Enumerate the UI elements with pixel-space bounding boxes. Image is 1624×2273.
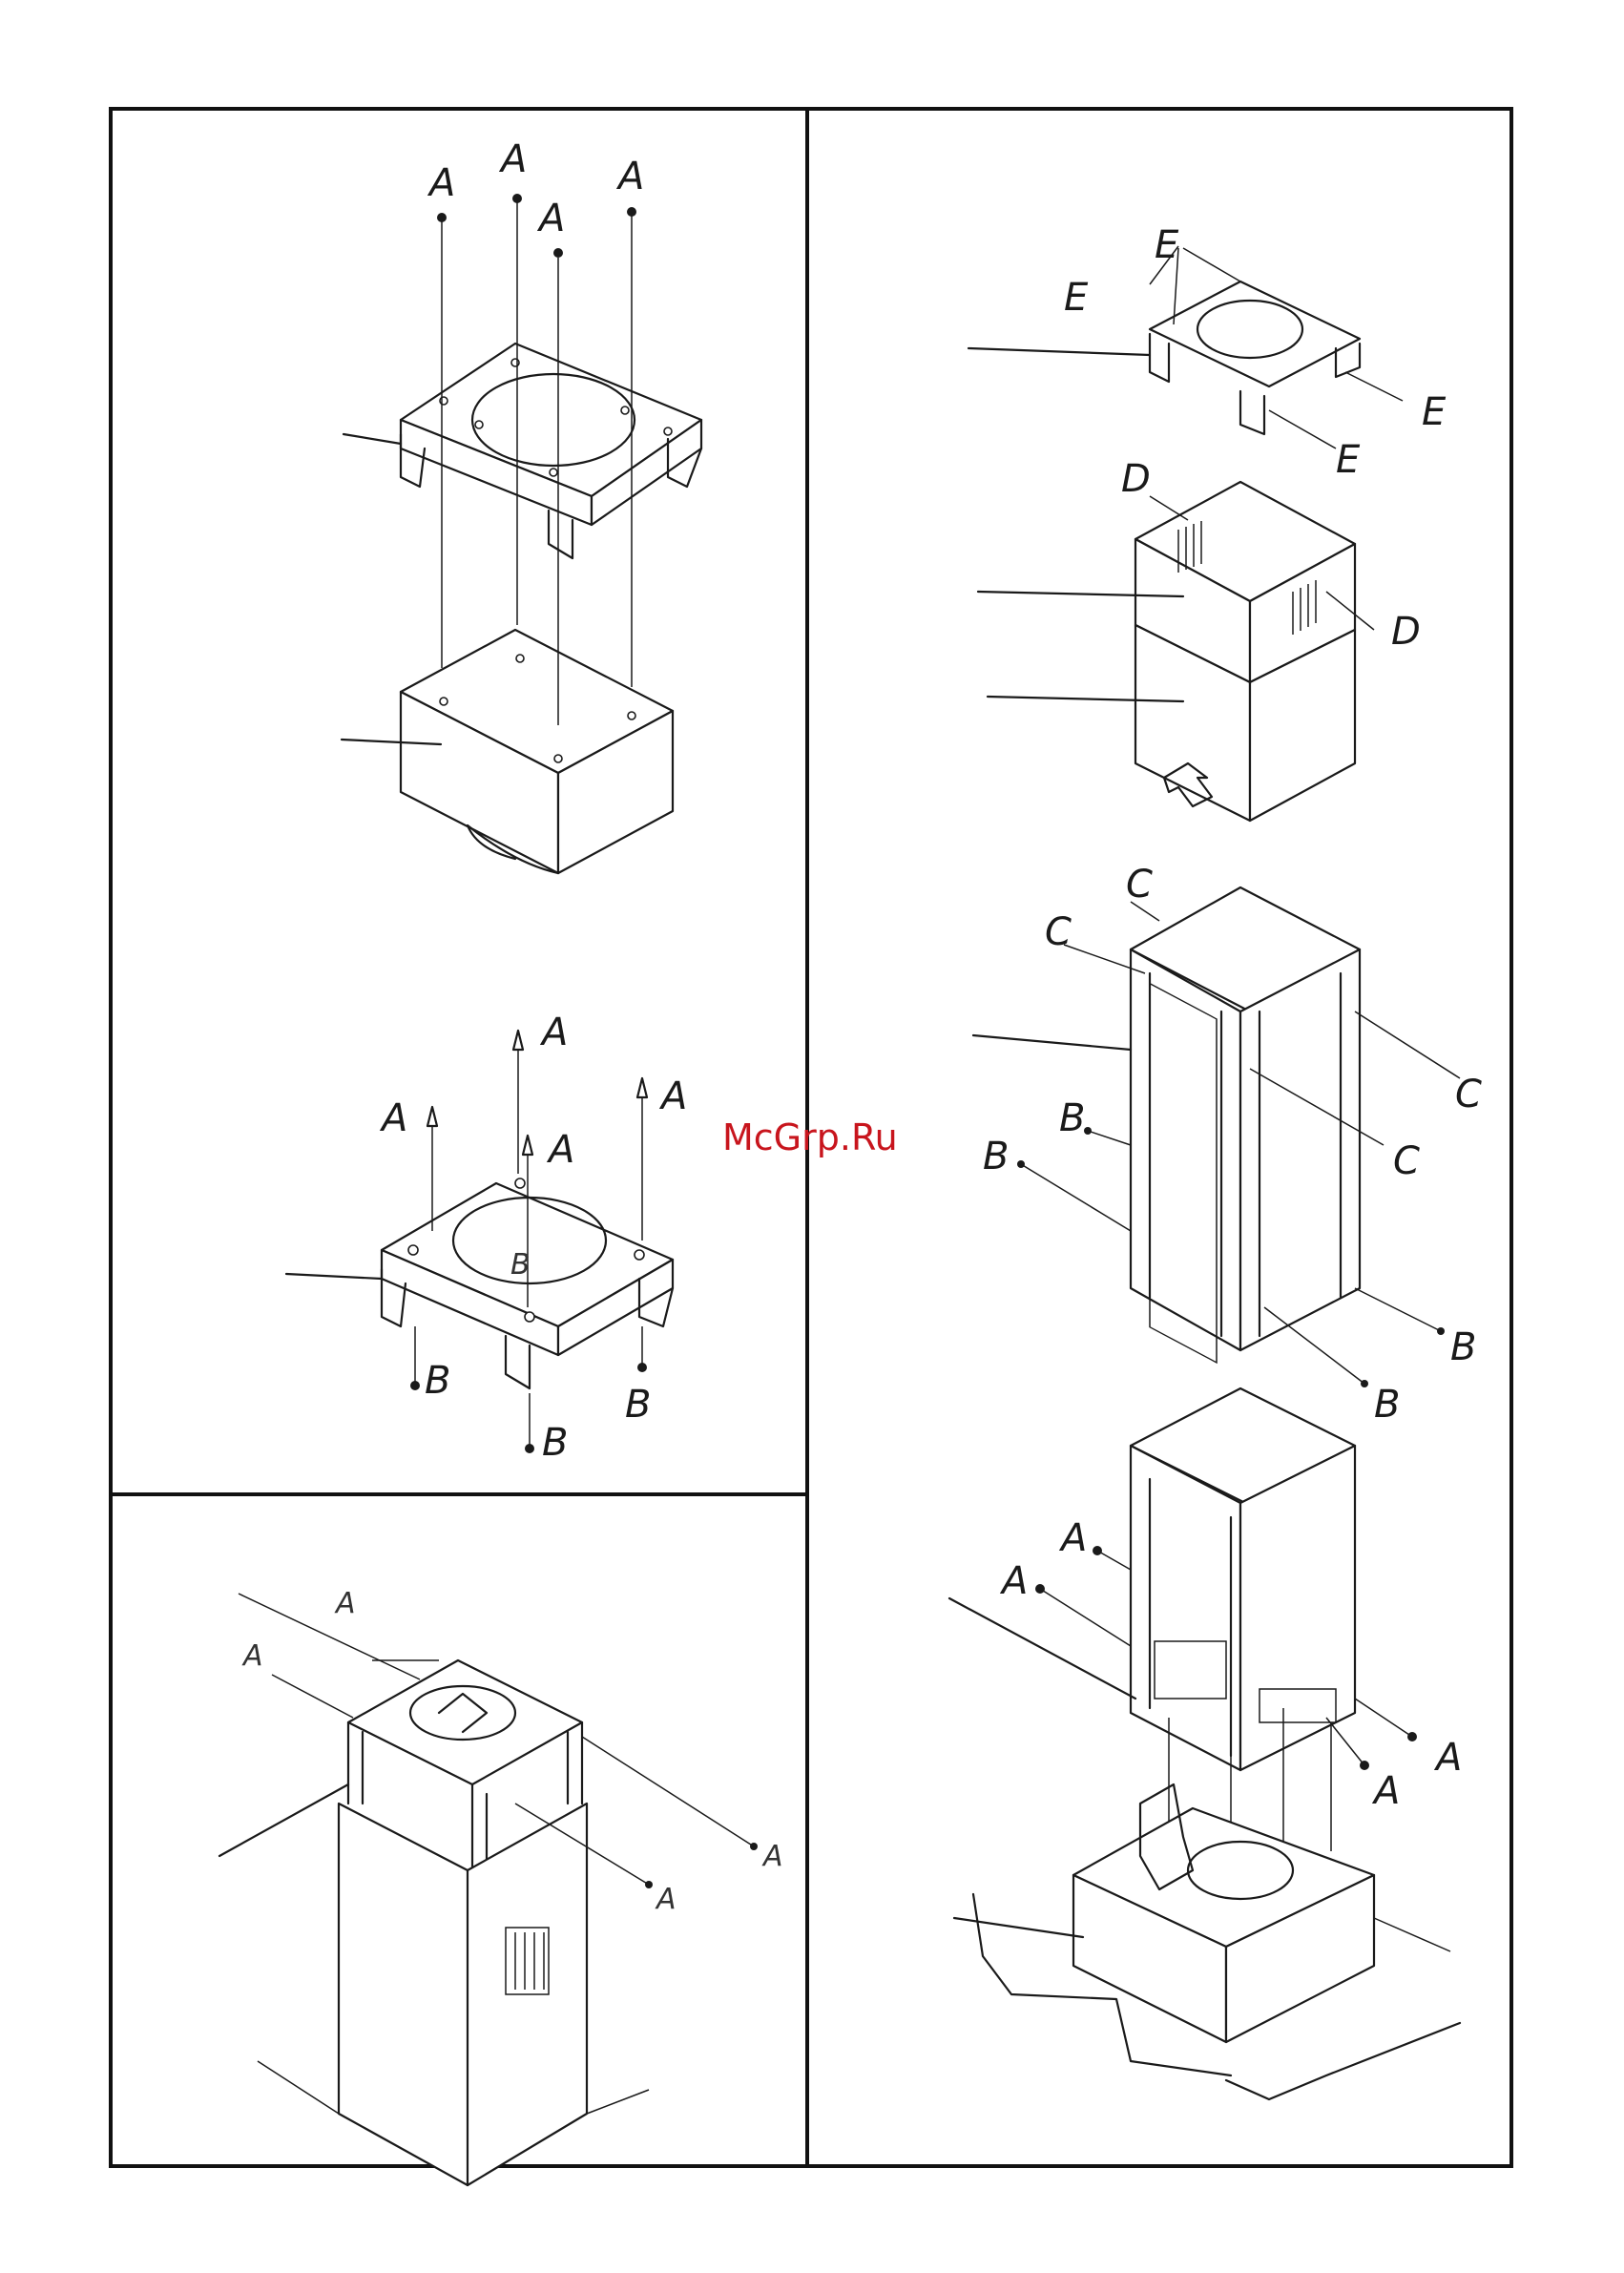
label-a: A [1058,1516,1087,1560]
label-d: D [1391,610,1421,654]
label-e: E [1336,438,1361,482]
label-c: C [1126,863,1153,907]
label-b: B [625,1383,651,1427]
label-e: E [1155,223,1179,267]
label-a: A [379,1096,407,1140]
label-c: C [1393,1139,1420,1183]
label-a: A [536,197,565,240]
panel-mid-left-bracket-anchors: A A A A B B B B [286,1011,687,1465]
label-a: A [999,1559,1028,1603]
label-a: A [655,1883,677,1916]
label-a: A [761,1840,783,1873]
label-a: A [1371,1769,1400,1813]
label-d: D [1121,457,1151,501]
label-a: A [615,155,644,198]
watermark-text: McGrp.Ru [722,1116,898,1158]
label-b: B [542,1421,568,1465]
label-c: C [1045,910,1072,954]
label-a: A [546,1128,574,1172]
label-b: B [425,1359,450,1403]
label-e: E [1422,390,1447,434]
label-a: A [1433,1736,1462,1780]
label-a: A [539,1011,568,1054]
label-b: B [1059,1096,1085,1140]
label-a: A [658,1074,687,1118]
label-a: A [334,1587,356,1620]
label-a: A [241,1639,263,1673]
label-e: E [1064,276,1089,320]
label-b: B [983,1135,1009,1178]
label-a: A [427,161,455,205]
label-b: B [1374,1383,1400,1427]
label-c: C [1455,1073,1482,1116]
panel-right-exploded-assembly: E E E E D D [949,223,1482,2099]
panel-top-left-bracket-fixing: A A A A [342,137,701,873]
label-b: B [1450,1325,1476,1369]
panel-bottom-left-chimney-fixing: A A A A [219,1587,783,2185]
label-b-small: B [510,1248,531,1282]
label-a: A [498,137,527,181]
